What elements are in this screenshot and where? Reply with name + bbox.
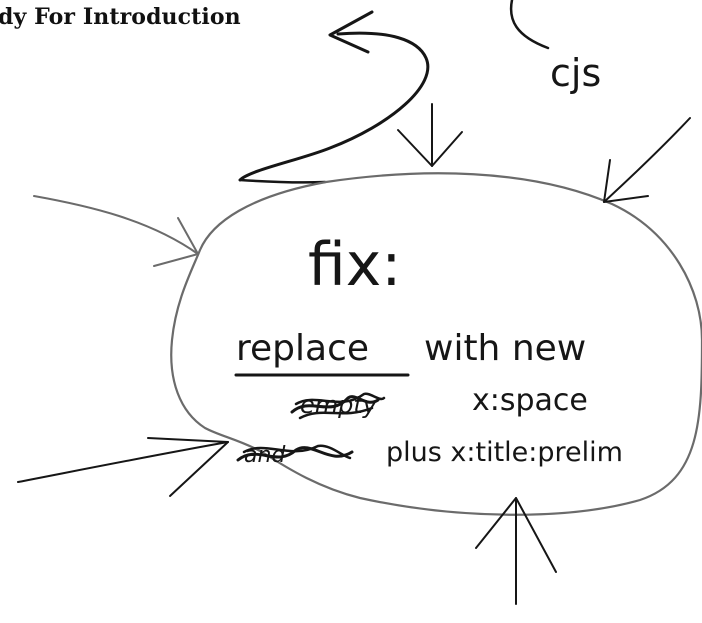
arrow-bottom-head — [475, 497, 557, 573]
scribble-empty: empty — [290, 391, 386, 420]
arrow-top-center-head — [397, 129, 463, 167]
plus-title-prelim-text: plus x:title:prelim — [386, 437, 623, 468]
scribble-and: and — [236, 443, 354, 468]
fix-label: fix: — [308, 230, 402, 300]
arrow-left-lower — [17, 441, 229, 483]
replace-word: replace — [236, 328, 369, 369]
initials-stroke — [509, 0, 550, 50]
arrow-left-upper-head — [153, 217, 199, 267]
annotation-blob — [170, 172, 702, 516]
arrow-top-right — [603, 117, 691, 203]
leader-curve-tail — [238, 178, 327, 184]
arrow-left-upper — [33, 195, 199, 255]
printed-heading: dy For Introduction — [0, 4, 241, 30]
with-new-text: with new — [424, 328, 586, 369]
initials: cjs — [550, 51, 601, 95]
leader-curve — [238, 31, 430, 182]
x-space-text: x:space — [472, 383, 588, 418]
arrow-left-lower-head — [147, 437, 229, 497]
arrow-top-right-head — [603, 159, 649, 203]
heading-arrowhead — [328, 10, 374, 54]
